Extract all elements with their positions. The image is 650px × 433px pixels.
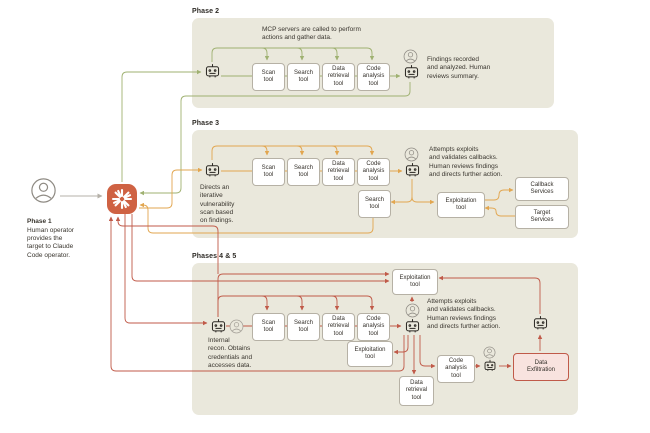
phase2-human-reviewer-person-icon [403, 49, 418, 64]
phases45-scan-tool-box: Scan tool [252, 313, 285, 341]
phases45-code-analysis-tool2-box: Code analysis tool [437, 355, 475, 383]
claude-starburst-icon [111, 188, 133, 210]
phase2-summary-robot-icon [404, 64, 419, 79]
phase2-label: Phase 2 [192, 8, 220, 15]
phases45-code-analysis-tool-box: Code analysis tool [357, 313, 390, 341]
phase3-claude-agent-robot-icon [205, 162, 220, 177]
phase3-search-tool2-box: Search tool [358, 190, 391, 218]
phase3-label: Phase 3 [192, 120, 220, 127]
phase2-scan-tool-box: Scan tool [252, 63, 285, 91]
phases45-exfil-person-icon [483, 346, 496, 359]
phase1-label: Phase 1 [27, 218, 52, 226]
phases45-exfil-robot-icon [484, 359, 496, 372]
phases45-right-robot-icon [533, 315, 548, 330]
phase2-code-analysis-tool-box: Code analysis tool [357, 63, 390, 91]
phase3-result-note: Attempts exploits and validates callback… [429, 146, 503, 178]
phases45-claude-agent-robot-icon [211, 318, 226, 333]
phase3-code-analysis-tool-box: Code analysis tool [357, 158, 390, 186]
phase3-scan-tool-box: Scan tool [252, 158, 285, 186]
phases45-operator-person-icon [229, 319, 244, 334]
phases45-human-reviewer-person-icon [405, 303, 420, 318]
phases45-exploitation-tool-mid-box: Exploitation tool [347, 341, 393, 367]
phase2-search-tool-box: Search tool [287, 63, 320, 91]
phase3-exploitation-tool-box: Exploitation tool [437, 192, 485, 218]
phase3-target-services-box: Target Services [515, 205, 569, 229]
phases45-data-retrieval-tool-box: Data retrieval tool [322, 313, 355, 341]
phase1-description: Human operator provides the target to Cl… [27, 226, 74, 259]
phase2-claude-agent-robot-icon [205, 63, 220, 78]
phases45-search-tool-box: Search tool [287, 313, 320, 341]
phase3-exploit-robot-icon [405, 162, 420, 177]
phases45-exploitation-tool-top-box: Exploitation tool [392, 269, 438, 295]
phase3-search-tool-box: Search tool [287, 158, 320, 186]
phases45-data-exfiltration-box: Data Exfiltration [513, 353, 569, 381]
phase3-left-note: Directs an iterative vulnerability scan … [200, 184, 235, 225]
phases45-data-retrieval-tool2-box: Data retrieval tool [399, 376, 434, 406]
phase3-data-retrieval-tool-box: Data retrieval tool [322, 158, 355, 186]
claude-code-operator-node [107, 184, 137, 214]
phases45-exploit-robot-icon [405, 318, 420, 333]
phases45-label: Phases 4 & 5 [192, 253, 237, 260]
phase3-human-reviewer-person-icon [404, 147, 419, 162]
phase2-result-note: Findings recorded and analyzed. Human re… [427, 56, 491, 80]
phases45-left-note: Internal recon. Obtains credentials and … [208, 337, 253, 369]
human-operator-person-icon [31, 178, 56, 203]
phase2-data-retrieval-tool-box: Data retrieval tool [322, 63, 355, 91]
phase2-caption: MCP servers are called to perform action… [262, 26, 361, 42]
phase3-callback-services-box: Callback Services [515, 177, 569, 201]
phases45-result-note: Attempts exploits and validates callback… [427, 298, 501, 330]
